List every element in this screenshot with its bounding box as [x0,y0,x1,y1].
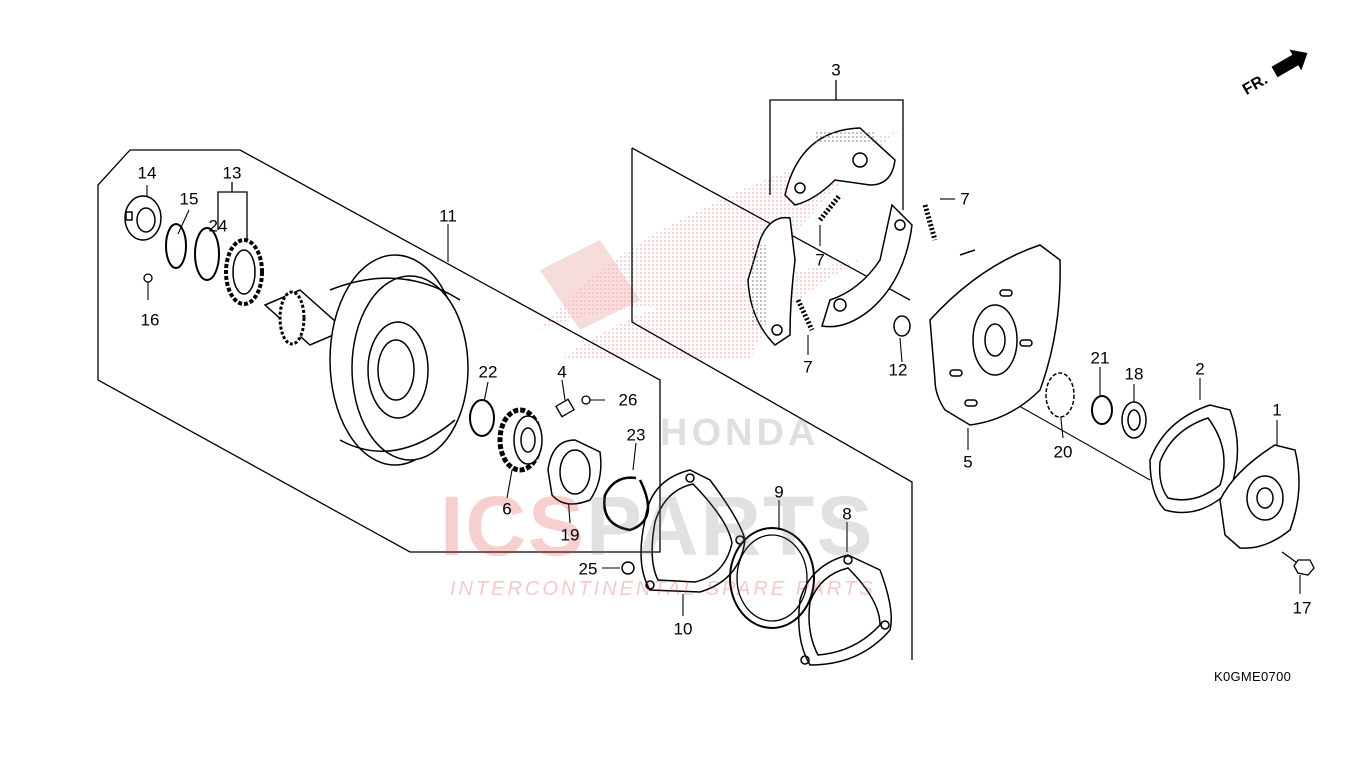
part-25-dowel [621,561,635,575]
part-14-lock-nut [124,195,162,241]
callout-21: 21 [1090,348,1110,368]
part-5-drive-plate [929,244,1061,426]
callout-19: 19 [560,525,580,545]
callout-2: 2 [1195,359,1205,379]
callout-16: 16 [140,310,160,330]
part-4-spring [555,398,575,418]
part-24-washer [194,227,220,281]
part-3-clutch-shoe-upper [784,127,896,206]
callout-3: 3 [831,60,841,80]
part-11-clutch-outer [263,254,469,466]
diagram-code: K0GME0700 [1214,669,1292,684]
callout-8: 8 [842,504,852,524]
part-12-washer [893,315,911,337]
callout-7-lower: 7 [803,357,813,377]
callout-10: 10 [673,619,693,639]
part-20-lock-washer [1045,372,1075,418]
part-1-cover [1219,444,1300,549]
callout-4: 4 [557,362,567,382]
watermark-brand-grey: PARTS [586,479,875,573]
assembly-outline-clutch-outer [97,149,661,553]
callout-22: 22 [478,362,498,382]
part-18-bearing [1121,401,1147,439]
callout-9: 9 [774,482,784,502]
part-8-gasket [798,554,892,666]
watermark-brand: ICSPARTS [440,478,875,575]
callout-14: 14 [137,163,157,183]
callout-23: 23 [626,425,646,445]
part-17-bolt [1281,551,1315,576]
part-26-ball [581,395,591,405]
callout-26: 26 [618,390,638,410]
callout-17: 17 [1292,598,1312,618]
callout-12: 12 [888,360,908,380]
bracket-part-3 [769,80,904,210]
callout-7-upper: 7 [815,250,825,270]
watermark-tagline: INTERCONTINENTAL SPARE PARTS [450,578,876,600]
part-19-plate [547,439,602,505]
part-13-sprocket [224,238,264,306]
watermark-honda-logo-text: HONDA [660,412,820,454]
bracket-part-13 [217,182,248,255]
callout-7-right: 7 [960,189,970,209]
part-15-snap-ring [165,223,187,269]
part-23-circlip [603,476,650,532]
part-22-washer [469,399,495,437]
part-16-pin [143,273,153,283]
part-9-o-ring-inner [736,534,808,622]
callout-13: 13 [222,163,242,183]
callout-1: 1 [1272,400,1282,420]
front-direction-label: FR. [1240,71,1271,99]
callout-15: 15 [179,189,199,209]
front-arrow-icon: FR. [1240,49,1308,99]
callout-11: 11 [439,206,457,226]
callout-25: 25 [578,559,598,579]
callout-5: 5 [963,452,973,472]
watermark-brand-red: ICS [440,479,587,573]
part-7-springs [795,193,938,332]
part-3-clutch-plate [821,203,913,328]
callout-20: 20 [1053,442,1073,462]
part-21-washer [1091,395,1113,425]
callout-18: 18 [1124,364,1144,384]
callout-6: 6 [502,499,512,519]
part-6-one-way-clutch [497,407,543,473]
part-9-o-ring [729,527,815,629]
callout-24: 24 [208,216,228,236]
part-3-clutch-shoe-left [747,216,796,346]
front-direction-indicator: FR. [1238,40,1318,100]
